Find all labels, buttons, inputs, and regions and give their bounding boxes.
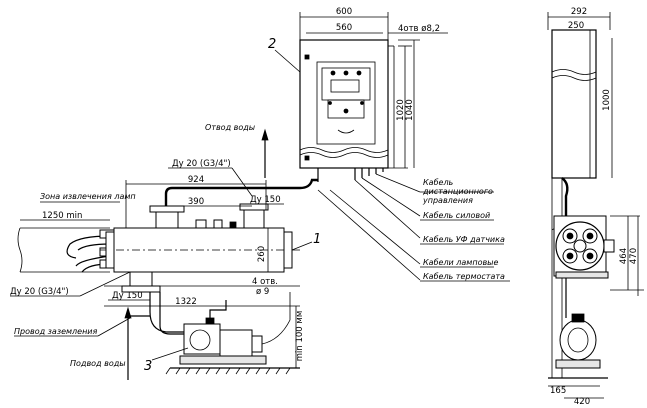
inlet-size-label: Ду 20 (G3/4") [10, 287, 69, 297]
dim-165: 165 [550, 386, 566, 396]
dim-1020: 1020 [396, 99, 406, 121]
callout-2: 2 [268, 37, 301, 73]
flange-top-label: Ду 150 [250, 195, 281, 205]
callout-2-number: 2 [268, 37, 276, 52]
callout-3: 3 [144, 347, 189, 374]
water-outlet: Отвод воды [205, 123, 269, 178]
thermostat-cable-label: Кабель термостата [423, 272, 505, 281]
remote-cable-label-3: управления [422, 196, 473, 205]
callout-1: 1 [291, 232, 321, 251]
water-inlet: Подвод воды [70, 306, 150, 380]
dim-lamp-zone: 1250 min [42, 211, 82, 221]
water-outlet-label: Отвод воды [205, 123, 255, 132]
flange-bottom-label: Ду 150 [112, 291, 143, 301]
base-holes-diameter: ø 9 [256, 287, 269, 297]
lamp-cables-label: Кабели ламповые [423, 258, 499, 267]
dim-924: 924 [188, 175, 204, 185]
dim-250: 250 [568, 21, 584, 31]
lamp-zone-label: Зона извлечения ламп [40, 192, 136, 201]
side-view [548, 29, 615, 379]
dim-1000: 1000 [602, 89, 612, 111]
uv-reactor: Зона извлечения ламп 1250 min [17, 192, 300, 293]
dim-420: 420 [574, 397, 590, 407]
cabinet-dimensions: 600 560 4отв ø8,2 1020 1040 [299, 7, 448, 168]
grounding-label: Провод заземления [14, 327, 98, 336]
dim-1040: 1040 [405, 99, 415, 121]
dim-390: 390 [188, 197, 204, 207]
dim-260: 260 [257, 246, 267, 262]
cable-labels: Кабель дистанционного управления Кабель … [420, 178, 510, 282]
callout-3-number: 3 [144, 359, 152, 374]
inlet-pipe-label: Ду 20 (G3/4") [10, 271, 131, 297]
dim-mount-holes: 4отв ø8,2 [398, 24, 440, 34]
pump-clearance: min 100 мм [295, 306, 305, 368]
dim-1322: 1322 [175, 297, 197, 307]
water-inlet-label: Подвод воды [70, 359, 126, 368]
pump [159, 292, 300, 375]
cable-run [164, 173, 421, 281]
grounding-wire: Провод заземления [14, 292, 190, 337]
reactor-dimensions: 924 390 260 Ду 150 1322 4 отв. ø 9 Ду 15… [104, 175, 300, 307]
dim-600: 600 [336, 7, 352, 17]
side-view-dimensions: 292 250 1000 464 470 165 420 [547, 7, 644, 407]
dim-560: 560 [336, 23, 352, 33]
dim-470: 470 [629, 248, 639, 264]
uv-sensor-cable-label: Кабель УФ датчика [423, 235, 505, 244]
outlet-size-label: Ду 20 (G3/4") [172, 159, 231, 169]
callout-1-number: 1 [313, 232, 321, 247]
dim-464: 464 [619, 248, 629, 264]
outlet-pipe-label: Ду 20 (G3/4") [168, 159, 253, 197]
dim-292: 292 [571, 7, 587, 17]
control-cabinet [299, 39, 408, 182]
dim-min-100: min 100 мм [295, 311, 305, 361]
power-cable-label: Кабель силовой [423, 211, 490, 220]
remote-cable-label-1: Кабель [423, 178, 454, 187]
remote-cable-label-2: дистанционного [422, 187, 493, 196]
base-holes-count: 4 отв. [252, 277, 278, 287]
